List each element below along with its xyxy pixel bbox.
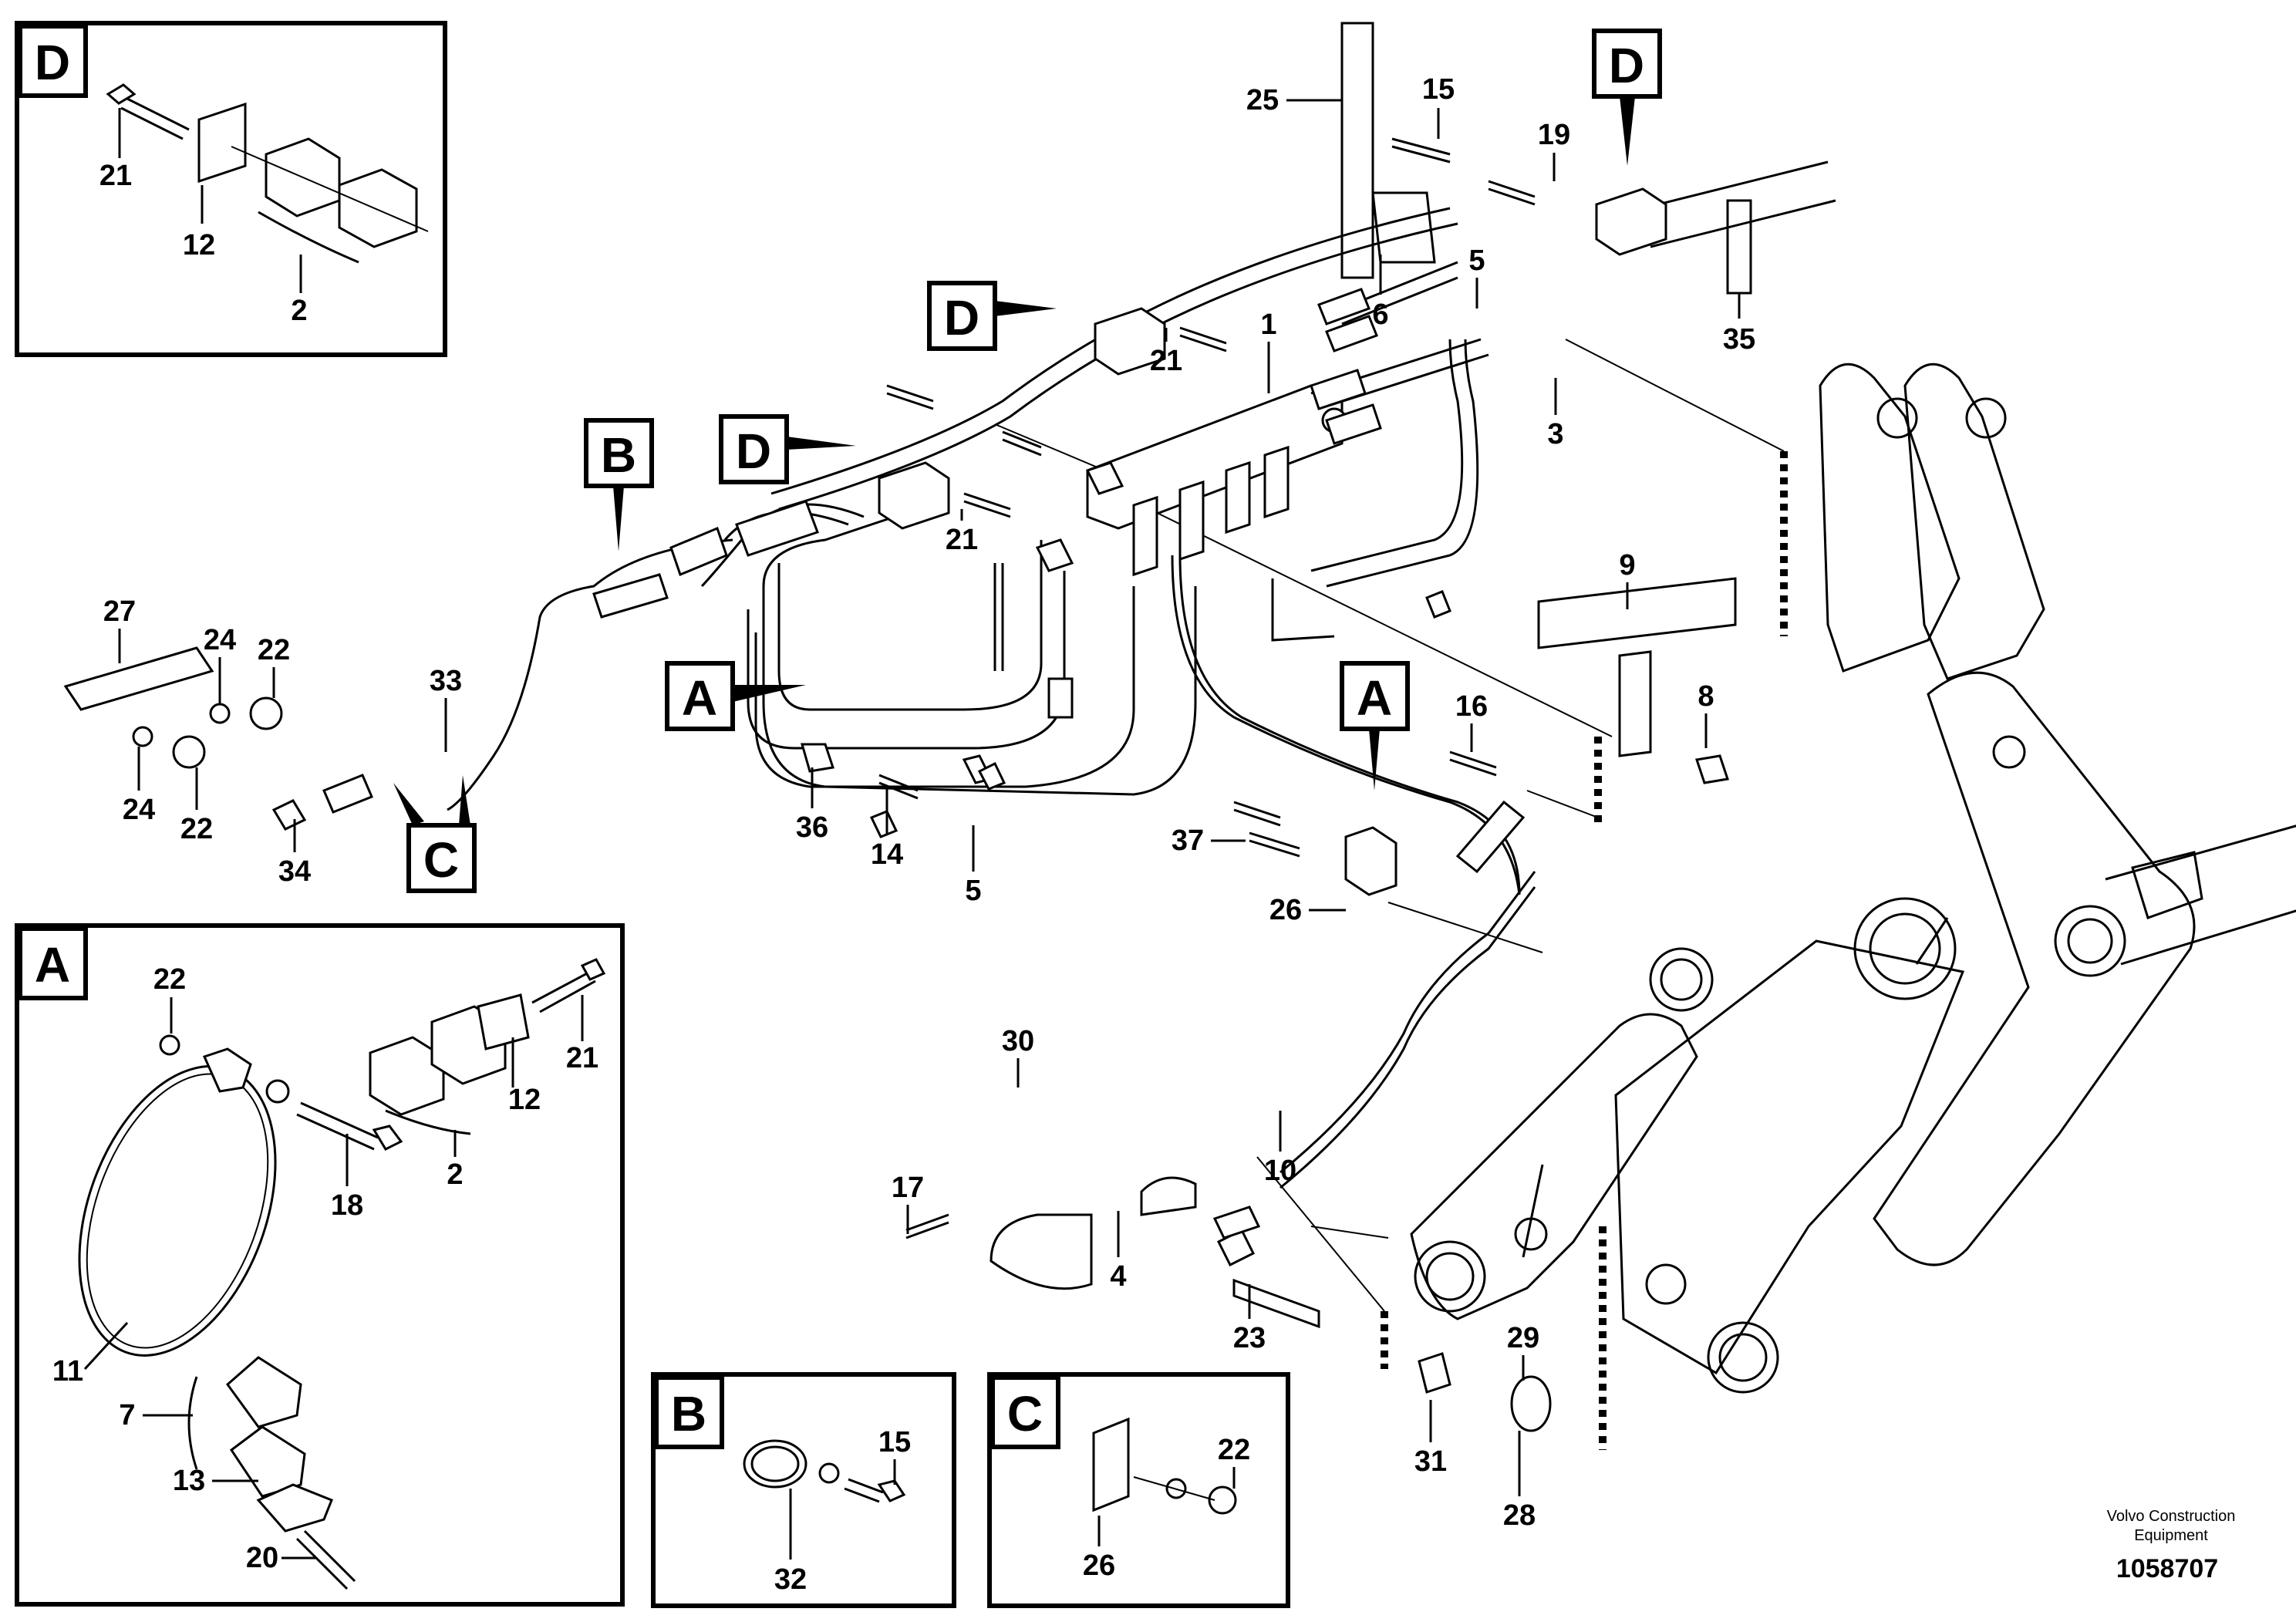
part-number-14: 14	[871, 838, 903, 871]
part-number-33: 33	[430, 665, 462, 697]
part-number-9: 9	[1619, 549, 1635, 582]
part-number-4: 4	[1110, 1260, 1126, 1293]
part-number-26: 26	[1083, 1549, 1115, 1582]
inset-b-label: B	[671, 1386, 706, 1442]
part-number-24: 24	[123, 794, 155, 826]
part-number-23: 23	[1233, 1322, 1266, 1354]
callout-c: C	[423, 832, 459, 888]
part-number-22: 22	[1218, 1434, 1250, 1466]
part-number-16: 16	[1455, 690, 1488, 723]
part-number-1: 1	[1260, 309, 1276, 341]
callout-d-2: D	[736, 423, 771, 479]
part-number-21: 21	[1150, 345, 1182, 377]
callout-boxes: D D D B A A C	[393, 29, 1662, 893]
part-number-15: 15	[1422, 73, 1455, 106]
callout-d-1: D	[944, 290, 979, 346]
part-number-37: 37	[1172, 824, 1204, 857]
part-number-2: 2	[291, 295, 307, 327]
part-number-11: 11	[52, 1355, 83, 1388]
part-number-22: 22	[258, 634, 290, 666]
inset-c-label: C	[1007, 1386, 1043, 1442]
part-number-24: 24	[204, 624, 236, 656]
callout-b: B	[601, 427, 636, 483]
part-number-6: 6	[1372, 298, 1388, 331]
callout-a-2: A	[1357, 670, 1392, 726]
callout-d-3: D	[1609, 38, 1644, 93]
brand-line-1: Volvo Construction	[2107, 1508, 2236, 1525]
part-number-22: 22	[180, 813, 213, 845]
part-number-5: 5	[965, 875, 981, 907]
inset-b: B 15 32	[651, 1372, 956, 1608]
part-number-20: 20	[246, 1542, 278, 1574]
part-number-30: 30	[1002, 1025, 1034, 1057]
clamp-half-illustration	[338, 168, 418, 248]
part-number-25: 25	[1246, 84, 1279, 116]
inset-a-label: A	[35, 937, 70, 993]
part-number-34: 34	[278, 855, 311, 888]
brand-line-2: Equipment	[2134, 1527, 2208, 1544]
inset-c: C 22 26	[987, 1372, 1290, 1608]
part-number-21: 21	[946, 524, 978, 556]
clamp-plate-illustration	[197, 102, 247, 184]
part-number-28: 28	[1503, 1499, 1536, 1532]
part-number-18: 18	[331, 1189, 363, 1222]
part-number-26: 26	[1269, 894, 1302, 926]
part-number-22: 22	[153, 963, 186, 996]
part-number-7: 7	[119, 1399, 135, 1431]
footer: Volvo Construction Equipment 1058707	[2107, 1508, 2236, 1583]
inset-d-label: D	[35, 35, 70, 90]
part-number-17: 17	[892, 1172, 924, 1204]
part-number-2: 2	[447, 1158, 463, 1191]
part-number-31: 31	[1414, 1445, 1447, 1478]
part-number-labels: 25 15 19 6 5 35 21 1 3 21 9 8 16 33 27 2…	[103, 73, 1755, 1532]
inset-a: A 22 21 12 2 18 11 7 13	[15, 923, 625, 1607]
part-number-36: 36	[796, 811, 828, 844]
part-number-10: 10	[1264, 1155, 1296, 1187]
part-number-13: 13	[173, 1465, 205, 1497]
callout-a-1: A	[682, 670, 717, 726]
part-number-5: 5	[1468, 244, 1485, 277]
part-number-15: 15	[878, 1426, 911, 1458]
part-number-3: 3	[1547, 418, 1563, 450]
part-number-12: 12	[508, 1084, 541, 1116]
inset-d: D 21 12 2	[15, 21, 447, 357]
part-number-27: 27	[103, 595, 136, 628]
bolt-illustration	[106, 83, 190, 140]
part-number-29: 29	[1507, 1322, 1539, 1354]
part-number-35: 35	[1723, 323, 1755, 356]
part-number-12: 12	[183, 229, 215, 261]
main-assembly-illustration	[63, 22, 2296, 1450]
part-number-8: 8	[1698, 680, 1714, 713]
part-number-32: 32	[774, 1563, 807, 1596]
drawing-number: 1058707	[2116, 1554, 2218, 1583]
part-number-19: 19	[1538, 119, 1570, 151]
part-number-21: 21	[99, 160, 132, 192]
part-number-21: 21	[566, 1042, 598, 1074]
